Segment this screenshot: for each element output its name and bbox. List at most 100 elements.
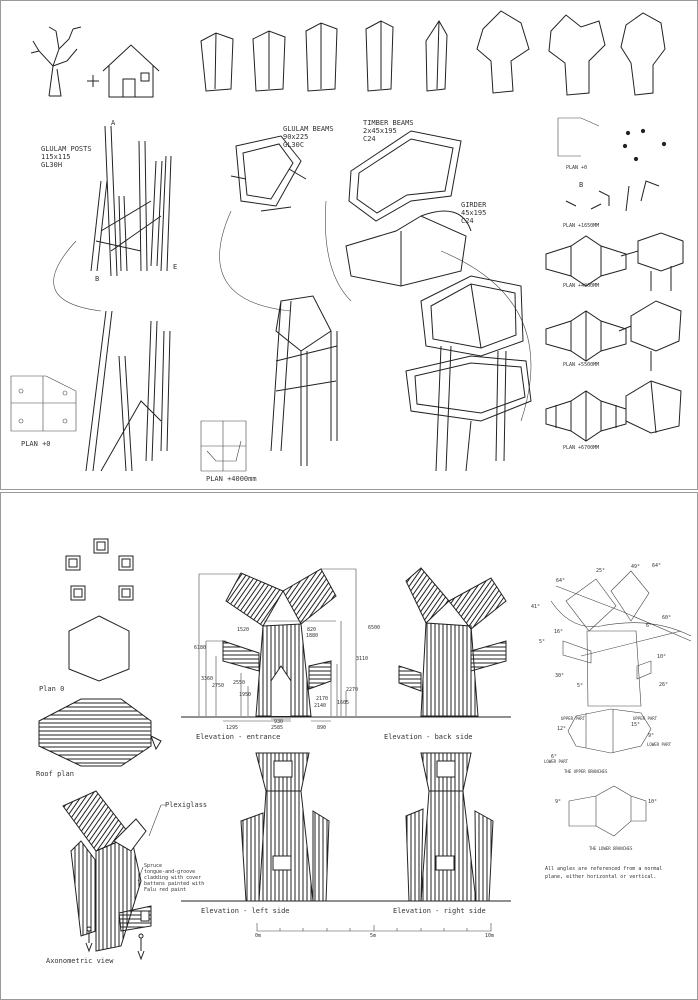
svg-text:5°: 5°	[577, 683, 583, 689]
svg-text:30°: 30°	[555, 673, 564, 679]
scale-bar	[256, 923, 492, 932]
angle-note-line-2: plane, either horizontal or vertical.	[545, 874, 656, 880]
assembled-structure-drawing	[405, 275, 532, 472]
dimension-lines	[198, 568, 357, 722]
svg-text:LOWER PART: LOWER PART	[544, 759, 569, 764]
svg-text:battens painted with: battens painted with	[144, 881, 204, 887]
angle-diagram	[550, 570, 692, 837]
glulam-beams-size: 90x225	[283, 133, 308, 141]
dim-2750: 2750	[212, 683, 224, 689]
svg-text:UPPER PART: UPPER PART	[561, 716, 586, 721]
elevation-left-drawing	[240, 752, 330, 902]
dim-6500: 6500	[368, 625, 380, 631]
girder-label: GIRDER	[461, 201, 487, 209]
timber-beams-drawing	[348, 130, 462, 222]
svg-text:9°: 9°	[555, 799, 561, 805]
roof-plan-drawing	[38, 698, 162, 767]
scale-mid: 5m	[370, 933, 376, 939]
sequence-curves	[53, 200, 532, 422]
post-marker-a: A	[111, 119, 116, 127]
hexagon-plan-drawing	[68, 615, 130, 682]
angle-note-line-1: All angles are referenced from a normal	[545, 866, 662, 872]
elevation-sheet: Plan 0 Roof plan Plexiglass Spruce tongu…	[0, 492, 698, 1000]
elevation-back-label: Elevation - back side	[384, 733, 473, 741]
stage-plan-label-3: PLAN +5500MM	[563, 362, 599, 368]
posts-grade: GL30H	[41, 161, 62, 169]
svg-text:41°: 41°	[531, 604, 540, 610]
timber-beams-label: TIMBER BEAMS	[363, 119, 414, 127]
stage-plan-label-2: PLAN +4000MM	[563, 283, 599, 289]
dim-1520: 1520	[237, 627, 249, 633]
timber-beams-size: 2x45x195	[363, 127, 397, 135]
dim-2140: 2140	[314, 703, 326, 709]
construction-drawing: GLULAM POSTS 115x115 GL30H A B E GLULAM …	[10, 10, 684, 483]
svg-text:49°: 49°	[631, 564, 640, 570]
footing-plan-drawing	[65, 538, 134, 601]
svg-text:10°: 10°	[657, 654, 666, 660]
elevation-right-drawing	[405, 752, 494, 902]
glulam-beams-label: GLULAM BEAMS	[283, 125, 334, 133]
svg-text:Spruce: Spruce	[144, 863, 162, 869]
stage-marker: B	[579, 181, 583, 189]
svg-text:9°: 9°	[648, 733, 654, 739]
girder-grade: C24	[461, 217, 474, 225]
cladding-note: Spruce tongue-and-groove cladding with c…	[144, 863, 204, 893]
plan-zero-label: PLAN +0	[21, 440, 51, 448]
dim-1605: 1605	[337, 700, 349, 706]
svg-text:tongue-and-groove: tongue-and-groove	[144, 869, 195, 875]
person-figure	[85, 926, 145, 961]
plan-4000-label: PLAN +4000mm	[206, 475, 257, 483]
svg-text:12°: 12°	[557, 726, 566, 732]
scale-end: 10m	[485, 933, 494, 939]
stage-plan-label-4: PLAN +6700MM	[563, 445, 599, 451]
elevation-entrance-label: Elevation - entrance	[196, 733, 280, 741]
svg-text:LOWER PART: LOWER PART	[647, 742, 672, 747]
posts-frame-drawing	[85, 310, 171, 472]
girder-drawing	[345, 210, 472, 287]
post-marker-e: E	[173, 263, 177, 271]
plexiglass-label: Plexiglass	[165, 801, 207, 809]
elevation-left-label: Elevation - left side	[201, 907, 290, 915]
column-stages	[200, 10, 666, 96]
dim-2585: 2585	[271, 725, 283, 731]
svg-text:5°: 5°	[539, 639, 545, 645]
dim-1950: 1950	[239, 692, 251, 698]
svg-text:64°: 64°	[652, 563, 661, 569]
plan-zero-drawing	[10, 375, 77, 432]
axonometric-drawing	[62, 790, 152, 952]
elevation-right-label: Elevation - right side	[393, 907, 486, 915]
cladding-leader	[137, 866, 144, 882]
svg-text:Falu red paint: Falu red paint	[144, 887, 186, 893]
roof-plan-label: Roof plan	[36, 770, 74, 778]
svg-text:10°: 10°	[648, 799, 657, 805]
elevation-back-drawing	[398, 567, 507, 717]
glulam-posts-drawing	[90, 125, 172, 277]
dim-2550: 2550	[233, 680, 245, 686]
dim-2270: 2270	[346, 687, 358, 693]
girder-size: 45x195	[461, 209, 486, 217]
timber-beams-grade: C24	[363, 135, 376, 143]
dim-2170: 2170	[316, 696, 328, 702]
axonometric-label: Axonometric view	[46, 957, 114, 965]
dim-890: 890	[317, 725, 326, 731]
svg-text:6°: 6°	[551, 754, 557, 760]
plexiglass-leader	[148, 804, 166, 837]
dim-3110: 3110	[356, 656, 368, 662]
svg-text:THE UPPER BRANCHES: THE UPPER BRANCHES	[564, 769, 608, 774]
elevation-drawing: Plan 0 Roof plan Plexiglass Spruce tongu…	[36, 538, 692, 965]
angle-labels: 64° 25° 49° 64° 41° 60° 6° 16° 5° 10° 30…	[531, 563, 672, 851]
svg-text:64°: 64°	[556, 578, 565, 584]
stage-plan-label-1: PLAN +1650MM	[563, 223, 599, 229]
stage-plans	[545, 117, 684, 442]
svg-text:THE LOWER BRANCHES: THE LOWER BRANCHES	[589, 846, 633, 851]
stage-plan-label-0: PLAN +0	[566, 165, 587, 171]
svg-text:6°: 6°	[646, 623, 652, 629]
plan-zero-label: Plan 0	[39, 685, 64, 693]
dim-6180: 6180	[194, 645, 206, 651]
tower-frame-drawing	[270, 295, 338, 466]
glulam-beams-drawing	[230, 135, 307, 212]
elevation-entrance-drawing	[222, 568, 337, 717]
tree-icon	[30, 26, 82, 97]
svg-text:16°: 16°	[554, 629, 563, 635]
dim-930: 930	[274, 719, 283, 725]
